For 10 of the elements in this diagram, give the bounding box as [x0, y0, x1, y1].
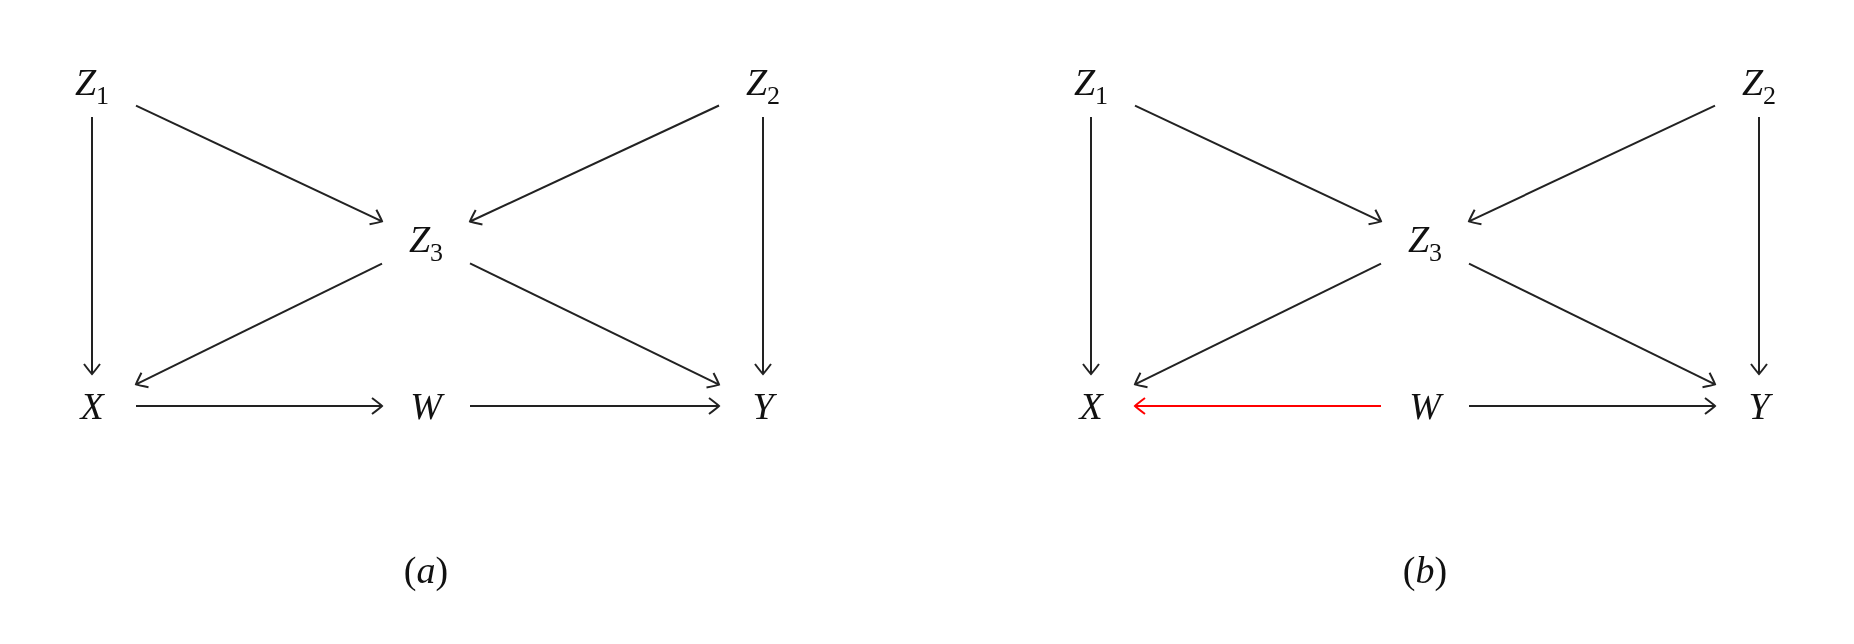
variable-label: Z$_{1}$	[1073, 59, 1109, 111]
variable-label: Z$_{3}$	[1407, 216, 1443, 268]
variable-label: X	[1079, 384, 1103, 428]
variable-label: Z$_{2}$	[745, 59, 781, 111]
variable-label: Z$_{3}$	[408, 216, 444, 268]
variable-label: Z$_{2}$	[1741, 59, 1777, 111]
variable-label: X	[80, 384, 104, 428]
variable-label: Z$_{1}$	[74, 59, 110, 111]
panel-label: (b)	[1402, 548, 1448, 592]
panel-label: (a)	[403, 548, 449, 592]
